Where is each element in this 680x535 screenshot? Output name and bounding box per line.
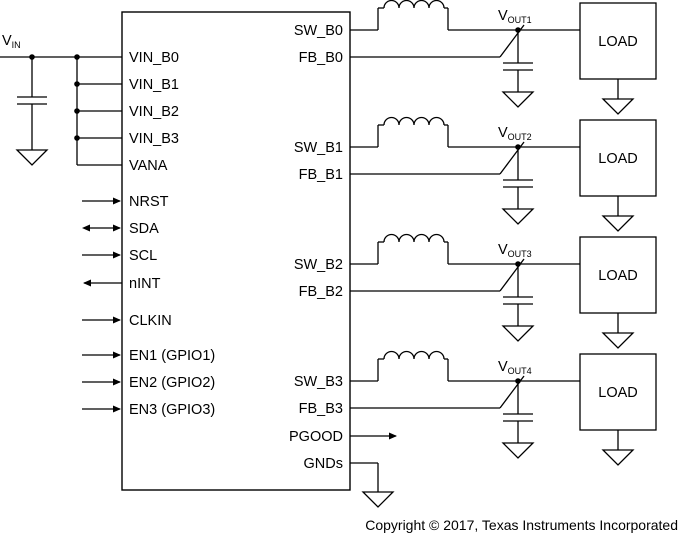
pin-vin-b0: VIN_B0 bbox=[129, 50, 179, 66]
inductor-2 bbox=[383, 116, 445, 126]
pin-vin-b2: VIN_B2 bbox=[129, 104, 179, 120]
load-box-1 bbox=[579, 2, 657, 80]
right-pin-labels: SW_B0 FB_B0 SW_B1 FB_B1 SW_B2 FB_B2 SW_B… bbox=[289, 23, 343, 472]
pin-sda: SDA bbox=[129, 221, 159, 237]
left-pin-labels: VIN_B0 VIN_B1 VIN_B2 VIN_B3 VANA NRST SD… bbox=[129, 50, 215, 418]
pin-vin-b3: VIN_B3 bbox=[129, 131, 179, 147]
copyright-text: Copyright © 2017, Texas Instruments Inco… bbox=[365, 517, 678, 533]
inductor-1 bbox=[383, 0, 445, 9]
vout-label-4: VOUT4 bbox=[498, 359, 532, 376]
vout-label-1: VOUT1 bbox=[498, 8, 532, 25]
right-misc bbox=[350, 432, 397, 508]
pin-en3: EN3 (GPIO3) bbox=[129, 402, 215, 418]
load-label-4: LOAD bbox=[598, 385, 638, 401]
pin-sw-b2: SW_B2 bbox=[294, 257, 343, 273]
pin-fb-b2: FB_B2 bbox=[299, 284, 343, 300]
load-label-2: LOAD bbox=[598, 151, 638, 167]
pin-sw-b3: SW_B3 bbox=[294, 374, 343, 390]
pmic-chip-body bbox=[121, 11, 351, 491]
input-rail bbox=[0, 54, 122, 166]
pin-en2: EN2 (GPIO2) bbox=[129, 375, 215, 391]
inductor-4 bbox=[383, 350, 445, 360]
pin-nint: nINT bbox=[129, 276, 161, 292]
pin-vana: VANA bbox=[129, 158, 168, 174]
pin-fb-b0: FB_B0 bbox=[299, 50, 343, 66]
pin-clkin: CLKIN bbox=[129, 313, 172, 329]
load-label-3: LOAD bbox=[598, 268, 638, 284]
vin-label: VIN bbox=[2, 33, 21, 50]
pin-gnds: GNDs bbox=[304, 456, 343, 472]
vout-label-3: VOUT3 bbox=[498, 242, 532, 259]
pin-fb-b3: FB_B3 bbox=[299, 401, 343, 417]
pin-fb-b1: FB_B1 bbox=[299, 167, 343, 183]
load-label-1: LOAD bbox=[598, 34, 638, 50]
pin-pgood: PGOOD bbox=[289, 429, 343, 445]
pin-vin-b1: VIN_B1 bbox=[129, 77, 179, 93]
load-box-3 bbox=[579, 236, 657, 314]
pin-scl: SCL bbox=[129, 248, 157, 264]
load-box-4 bbox=[579, 353, 657, 431]
vout-label-2: VOUT2 bbox=[498, 125, 532, 142]
control-lines bbox=[82, 197, 122, 413]
pin-nrst: NRST bbox=[129, 194, 169, 210]
pin-sw-b1: SW_B1 bbox=[294, 140, 343, 156]
pin-en1: EN1 (GPIO1) bbox=[129, 348, 215, 364]
pin-sw-b0: SW_B0 bbox=[294, 23, 343, 39]
inductor-3 bbox=[383, 233, 445, 243]
